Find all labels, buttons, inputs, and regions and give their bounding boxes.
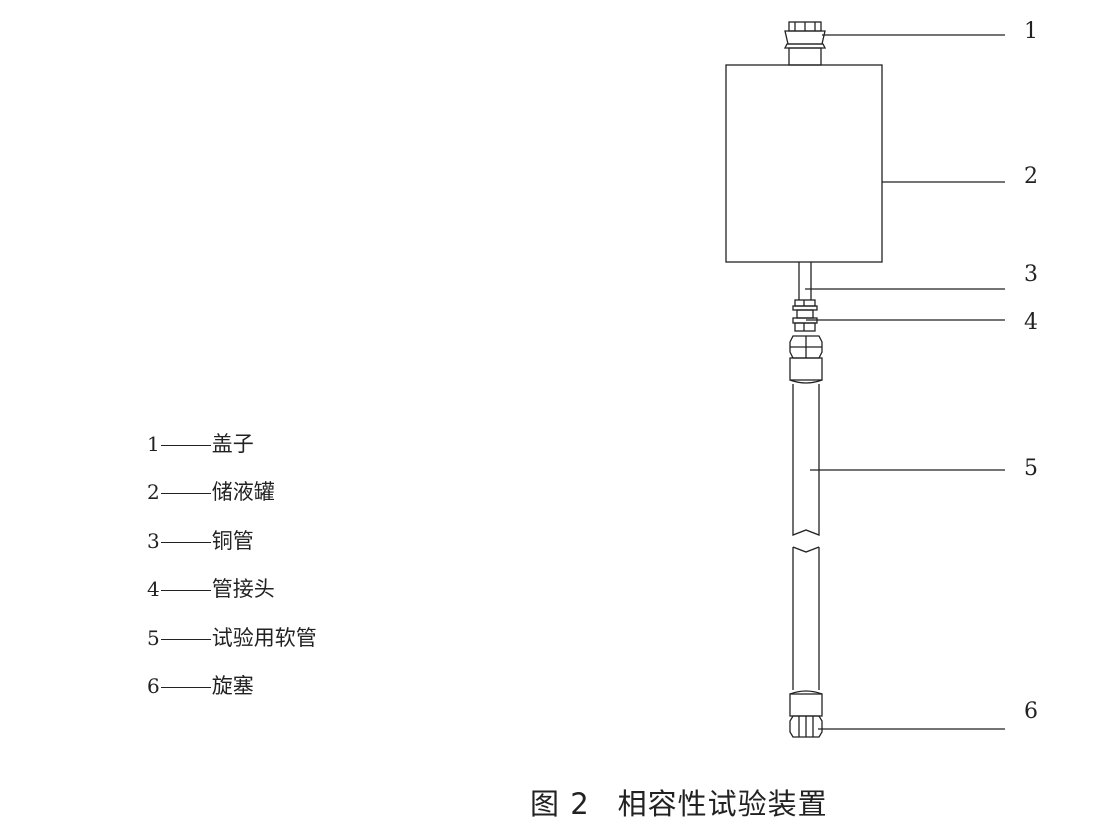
legend-dash xyxy=(160,445,211,446)
callout-number-3: 3 xyxy=(1024,262,1038,287)
figure-caption: 图 2 相容性试验装置 xyxy=(530,781,828,823)
test-hose xyxy=(792,384,820,690)
legend-dash xyxy=(160,590,211,592)
legend-item-label: 管接头 xyxy=(211,577,275,602)
legend-item: 5 试验用软管 xyxy=(147,622,317,670)
legend-item: 2 储液罐 xyxy=(147,476,317,524)
pipe-fitting xyxy=(792,299,818,332)
figure-caption-number: 图 2 xyxy=(530,787,590,821)
legend-item-label: 旋塞 xyxy=(211,673,254,698)
figure-caption-title: 相容性试验装置 xyxy=(617,787,828,821)
legend-item-number: 4 xyxy=(147,577,160,602)
plug-valve xyxy=(789,690,823,738)
upper-hose-end xyxy=(789,335,823,384)
callout-number-2: 2 xyxy=(1024,164,1038,189)
legend-dash xyxy=(160,686,211,688)
legend-item: 4 管接头 xyxy=(147,573,317,621)
legend-item: 3 铜管 xyxy=(147,525,317,573)
legend-item: 6 旋塞 xyxy=(147,670,317,718)
callout-number-5: 5 xyxy=(1024,456,1038,481)
legend-dash xyxy=(160,493,211,495)
legend-item-label: 盖子 xyxy=(211,432,254,456)
legend-item-number: 2 xyxy=(147,480,160,505)
callout-number-4: 4 xyxy=(1024,310,1038,335)
legend-dash xyxy=(160,638,211,640)
legend-item-number: 6 xyxy=(147,673,160,698)
copper-tube xyxy=(798,262,812,300)
legend-item-label: 铜管 xyxy=(211,528,254,553)
callout-number-6: 6 xyxy=(1024,699,1038,724)
cap-part xyxy=(783,21,827,66)
legend-dash xyxy=(160,541,211,543)
legend-item-number: 3 xyxy=(147,528,160,553)
legend-item-label: 储液罐 xyxy=(211,480,275,505)
legend-item: 1 盖子 xyxy=(147,428,317,476)
legend-item-label: 试验用软管 xyxy=(211,625,317,650)
legend-item-number: 1 xyxy=(147,432,160,456)
callout-number-1: 1 xyxy=(1024,19,1038,44)
reservoir-tank xyxy=(725,64,883,263)
legend-item-number: 5 xyxy=(147,625,160,650)
parts-legend: 1 盖子 2 储液罐 3 铜管 4 管接头 5 试验用软管 6 旋塞 xyxy=(147,428,317,718)
